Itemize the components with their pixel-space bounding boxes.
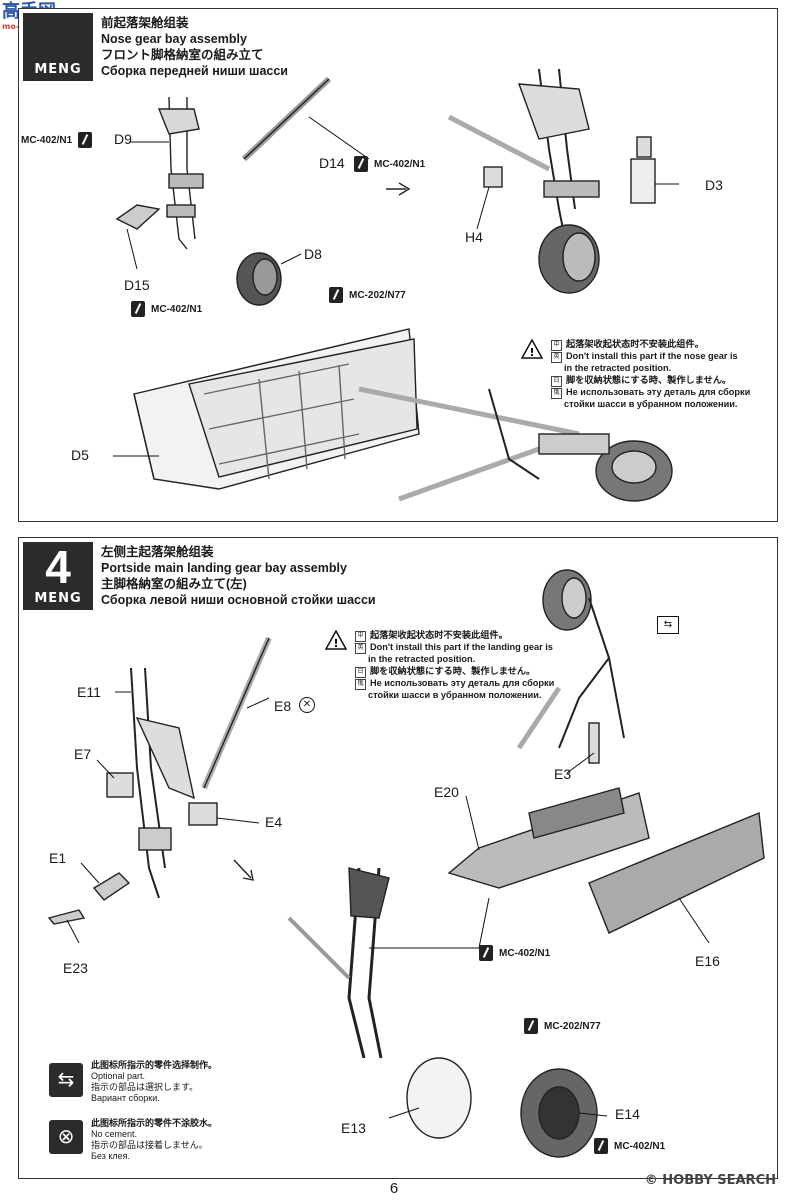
paint-callout-2: MC-202/N77 xyxy=(524,1018,601,1034)
paint-callout-3: MC-402/N1 xyxy=(594,1138,665,1154)
flag-icon: 英 xyxy=(551,352,562,363)
legend-optional: 此图标所指示的零件选择制作。 Optional part. 指示の部品は選択しま… xyxy=(91,1060,218,1103)
part-label-d5: D5 xyxy=(71,447,89,463)
part-label-e16: E16 xyxy=(695,953,720,969)
flag-icon: 日 xyxy=(551,375,562,387)
part-label-e23: E23 xyxy=(63,960,88,976)
part-label-e3: E3 xyxy=(554,766,572,782)
warning-icon: ! xyxy=(521,339,543,359)
optional-part-icon: ⇆ xyxy=(657,616,679,634)
brush-icon xyxy=(329,287,343,303)
warning-icon: ! xyxy=(325,630,347,650)
part-label-h4: H4 xyxy=(465,229,483,245)
step-4-badge: 4 MENG xyxy=(23,542,93,610)
part-label-d9: D9 xyxy=(114,131,132,147)
step-3-diagram xyxy=(113,68,679,502)
no-cement-icon: ✕ xyxy=(299,697,315,713)
paint-callout-1: MC-402/N1 xyxy=(479,945,550,961)
part-label-d15: D15 xyxy=(124,277,150,293)
part-label-e8: E8 xyxy=(274,698,292,714)
svg-text:!: ! xyxy=(529,346,534,359)
optional-part-icon: ⇆ xyxy=(49,1063,83,1097)
page-number: 6 xyxy=(389,1180,399,1197)
part-label-e1: E1 xyxy=(49,850,67,866)
part-label-e14: E14 xyxy=(615,1106,640,1122)
brush-icon xyxy=(524,1018,538,1034)
part-label-e7: E7 xyxy=(74,746,92,762)
part-label-e11: E11 xyxy=(77,684,101,700)
brush-icon xyxy=(354,156,368,172)
step-4-panel: 4 MENG 左侧主起落架舱组装 Portside main landing g… xyxy=(18,537,778,1179)
flag-icon: 日 xyxy=(355,666,366,678)
brush-icon xyxy=(78,132,93,148)
part-label-d3: D3 xyxy=(705,177,723,193)
brush-icon xyxy=(131,301,145,317)
step-3-badge: MENG xyxy=(23,13,93,81)
part-label-e13: E13 xyxy=(341,1120,366,1136)
part-label-d14: D14 xyxy=(319,155,345,171)
flag-icon: 中 xyxy=(551,340,562,351)
step-4-diagram xyxy=(47,569,765,1158)
part-label-e20: E20 xyxy=(434,784,459,800)
part-label-e4: E4 xyxy=(265,814,283,830)
watermark: © HOBBY SEARCH xyxy=(644,1173,776,1188)
step-number: 4 xyxy=(45,541,71,593)
step-brand: MENG xyxy=(34,591,82,606)
svg-text:!: ! xyxy=(333,637,338,650)
no-cement-icon: ⊗ xyxy=(49,1120,83,1154)
flag-icon: 中 xyxy=(355,631,366,642)
legend-no-cement: 此图标所指示的零件不涂胶水。 No cement. 指示の部品は接着しません。 … xyxy=(91,1118,218,1161)
step-brand: MENG xyxy=(34,62,82,77)
brush-icon xyxy=(479,945,493,961)
step-3-panel: MENG 前起落架舱组装 Nose gear bay assembly フロント… xyxy=(18,8,778,522)
brush-icon xyxy=(594,1138,608,1154)
part-label-d8: D8 xyxy=(304,246,322,262)
flag-icon: 俄 xyxy=(355,678,366,690)
flag-icon: 英 xyxy=(355,643,366,654)
step-4-title: 左侧主起落架舱组装 Portside main landing gear bay… xyxy=(101,545,376,607)
step-3-title: 前起落架舱组装 Nose gear bay assembly フロント脚格納室の… xyxy=(101,16,288,78)
paint-callout-3: MC-202/N77 xyxy=(329,287,406,303)
paint-callout-2: MC-402/N1 xyxy=(354,156,425,172)
paint-callout-1: MC-402/N1 xyxy=(21,132,93,148)
flag-icon: 俄 xyxy=(551,387,562,399)
paint-callout-4: MC-402/N1 xyxy=(131,301,202,317)
